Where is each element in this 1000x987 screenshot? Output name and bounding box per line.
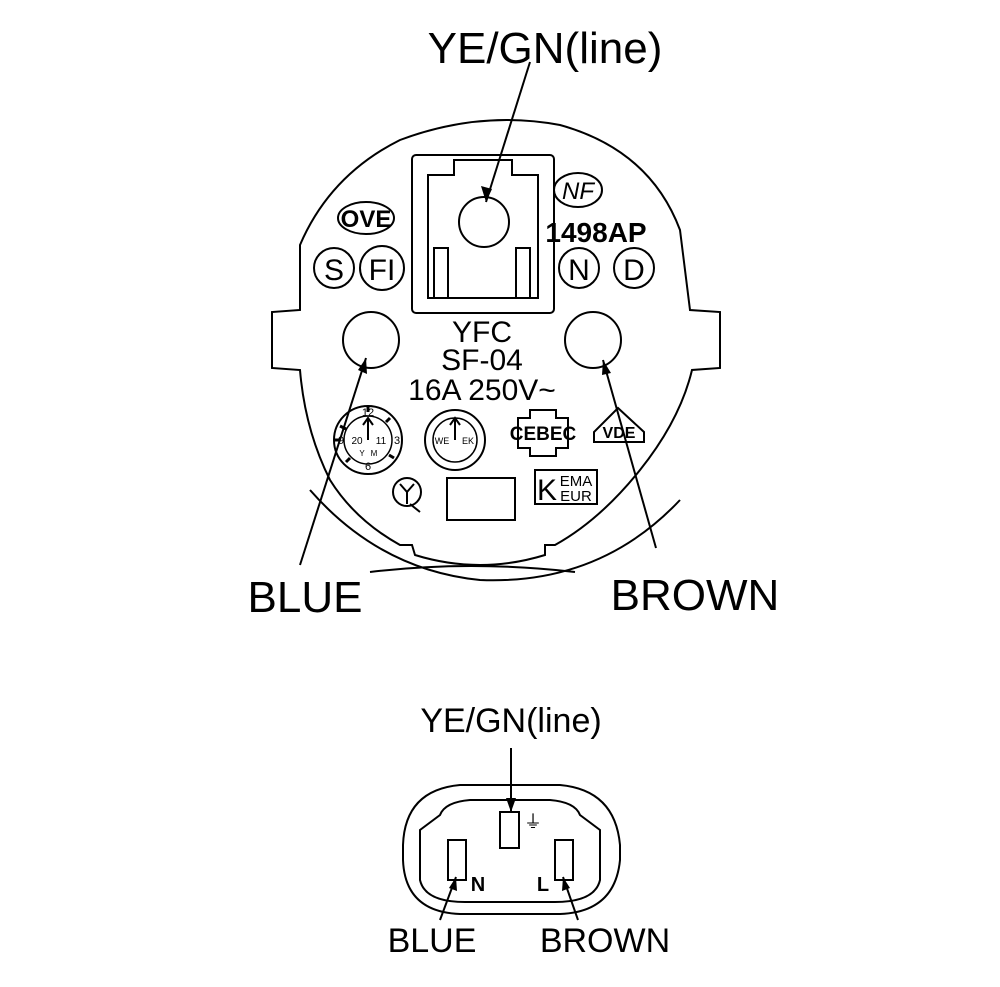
pin-hole-left <box>342 311 400 369</box>
nf-text: NF <box>562 178 595 205</box>
center-marking-line-3: 16A 250V~ <box>408 374 556 407</box>
pin-hole-right <box>564 311 622 369</box>
clock-3: 3 <box>394 435 400 447</box>
earth-clip <box>411 154 555 314</box>
socket-n-label: N <box>471 874 485 896</box>
clock-year: 20 <box>351 436 363 447</box>
plug-skirt <box>309 489 681 582</box>
nf-mark <box>553 172 603 208</box>
socket-leader-blue-arrow <box>449 877 457 891</box>
leader-earth-arrow <box>481 186 492 202</box>
week-left: WE <box>435 436 450 446</box>
leader-brown <box>602 359 657 549</box>
ove-text: OVE <box>341 206 392 233</box>
clock-9: 9 <box>338 435 344 447</box>
socket-right-label: BROWN <box>540 922 670 960</box>
socket-left-label: BLUE <box>388 922 477 960</box>
leader-brown-arrow <box>602 360 611 375</box>
socket-top-label: YE/GN(line) <box>420 702 601 740</box>
leader-earth <box>485 61 531 203</box>
vde-mark: VDE <box>593 406 645 443</box>
socket-n-pin <box>447 839 467 881</box>
plug-outline <box>271 119 721 566</box>
vde-text: VDE <box>603 425 636 442</box>
socket-leader-earth-arrow <box>506 798 516 812</box>
fi-text: FI <box>369 254 396 287</box>
code-text: 1498AP <box>545 217 646 248</box>
s-text: S <box>324 254 344 287</box>
socket-leader-brown-arrow <box>562 877 570 891</box>
kema-bottom: EUR <box>560 488 592 505</box>
fi-mark <box>359 245 405 291</box>
center-marking-line-2: SF-04 <box>441 344 523 377</box>
ove-mark <box>337 201 395 235</box>
plug-right-label: BROWN <box>611 571 780 620</box>
symbol-mark <box>392 477 422 513</box>
clock-m: M <box>371 449 378 458</box>
plug-face: OVE S FI NF 1498AP N D YFC SF-04 16A 250… <box>248 24 780 622</box>
clock-12: 12 <box>362 407 374 419</box>
socket-earth-pin <box>499 811 520 849</box>
week-right: EK <box>462 436 474 446</box>
socket-earth-symbol: ⏚ <box>524 812 542 832</box>
leader-blue-arrow <box>358 358 367 374</box>
d-text: D <box>623 254 645 287</box>
cebec-mark: CEBEC <box>510 409 577 457</box>
week-code-clock: WE EK <box>424 409 486 471</box>
d-mark <box>613 247 655 289</box>
kema-mark: K EMA EUR <box>534 469 598 507</box>
center-marking-line-1: YFC <box>452 316 512 349</box>
bottom-rect <box>446 477 516 521</box>
clock-y: Y <box>359 449 365 458</box>
cebec-text: CEBEC <box>510 424 577 445</box>
clock-digits: 11 <box>376 436 387 447</box>
leader-blue <box>299 357 367 566</box>
kema-top: EMA <box>560 473 593 490</box>
plug-top-label: YE/GN(line) <box>428 24 663 73</box>
socket-face: YE/GN(line) ⏚ N L BLUE BROWN <box>388 702 671 960</box>
date-code-clock: 12 3 6 9 20 11 Y M <box>333 405 403 475</box>
s-mark <box>313 247 355 289</box>
clock-6: 6 <box>365 461 371 473</box>
earth-hole <box>458 196 510 248</box>
n-text: N <box>568 254 590 287</box>
plug-skirt-lower <box>369 565 576 573</box>
kema-k: K <box>537 474 557 507</box>
n-mark <box>558 247 600 289</box>
socket-l-pin <box>554 839 574 881</box>
socket-inner <box>419 799 601 903</box>
plug-left-label: BLUE <box>248 573 363 622</box>
socket-outline <box>402 784 621 915</box>
socket-l-label: L <box>537 874 549 896</box>
